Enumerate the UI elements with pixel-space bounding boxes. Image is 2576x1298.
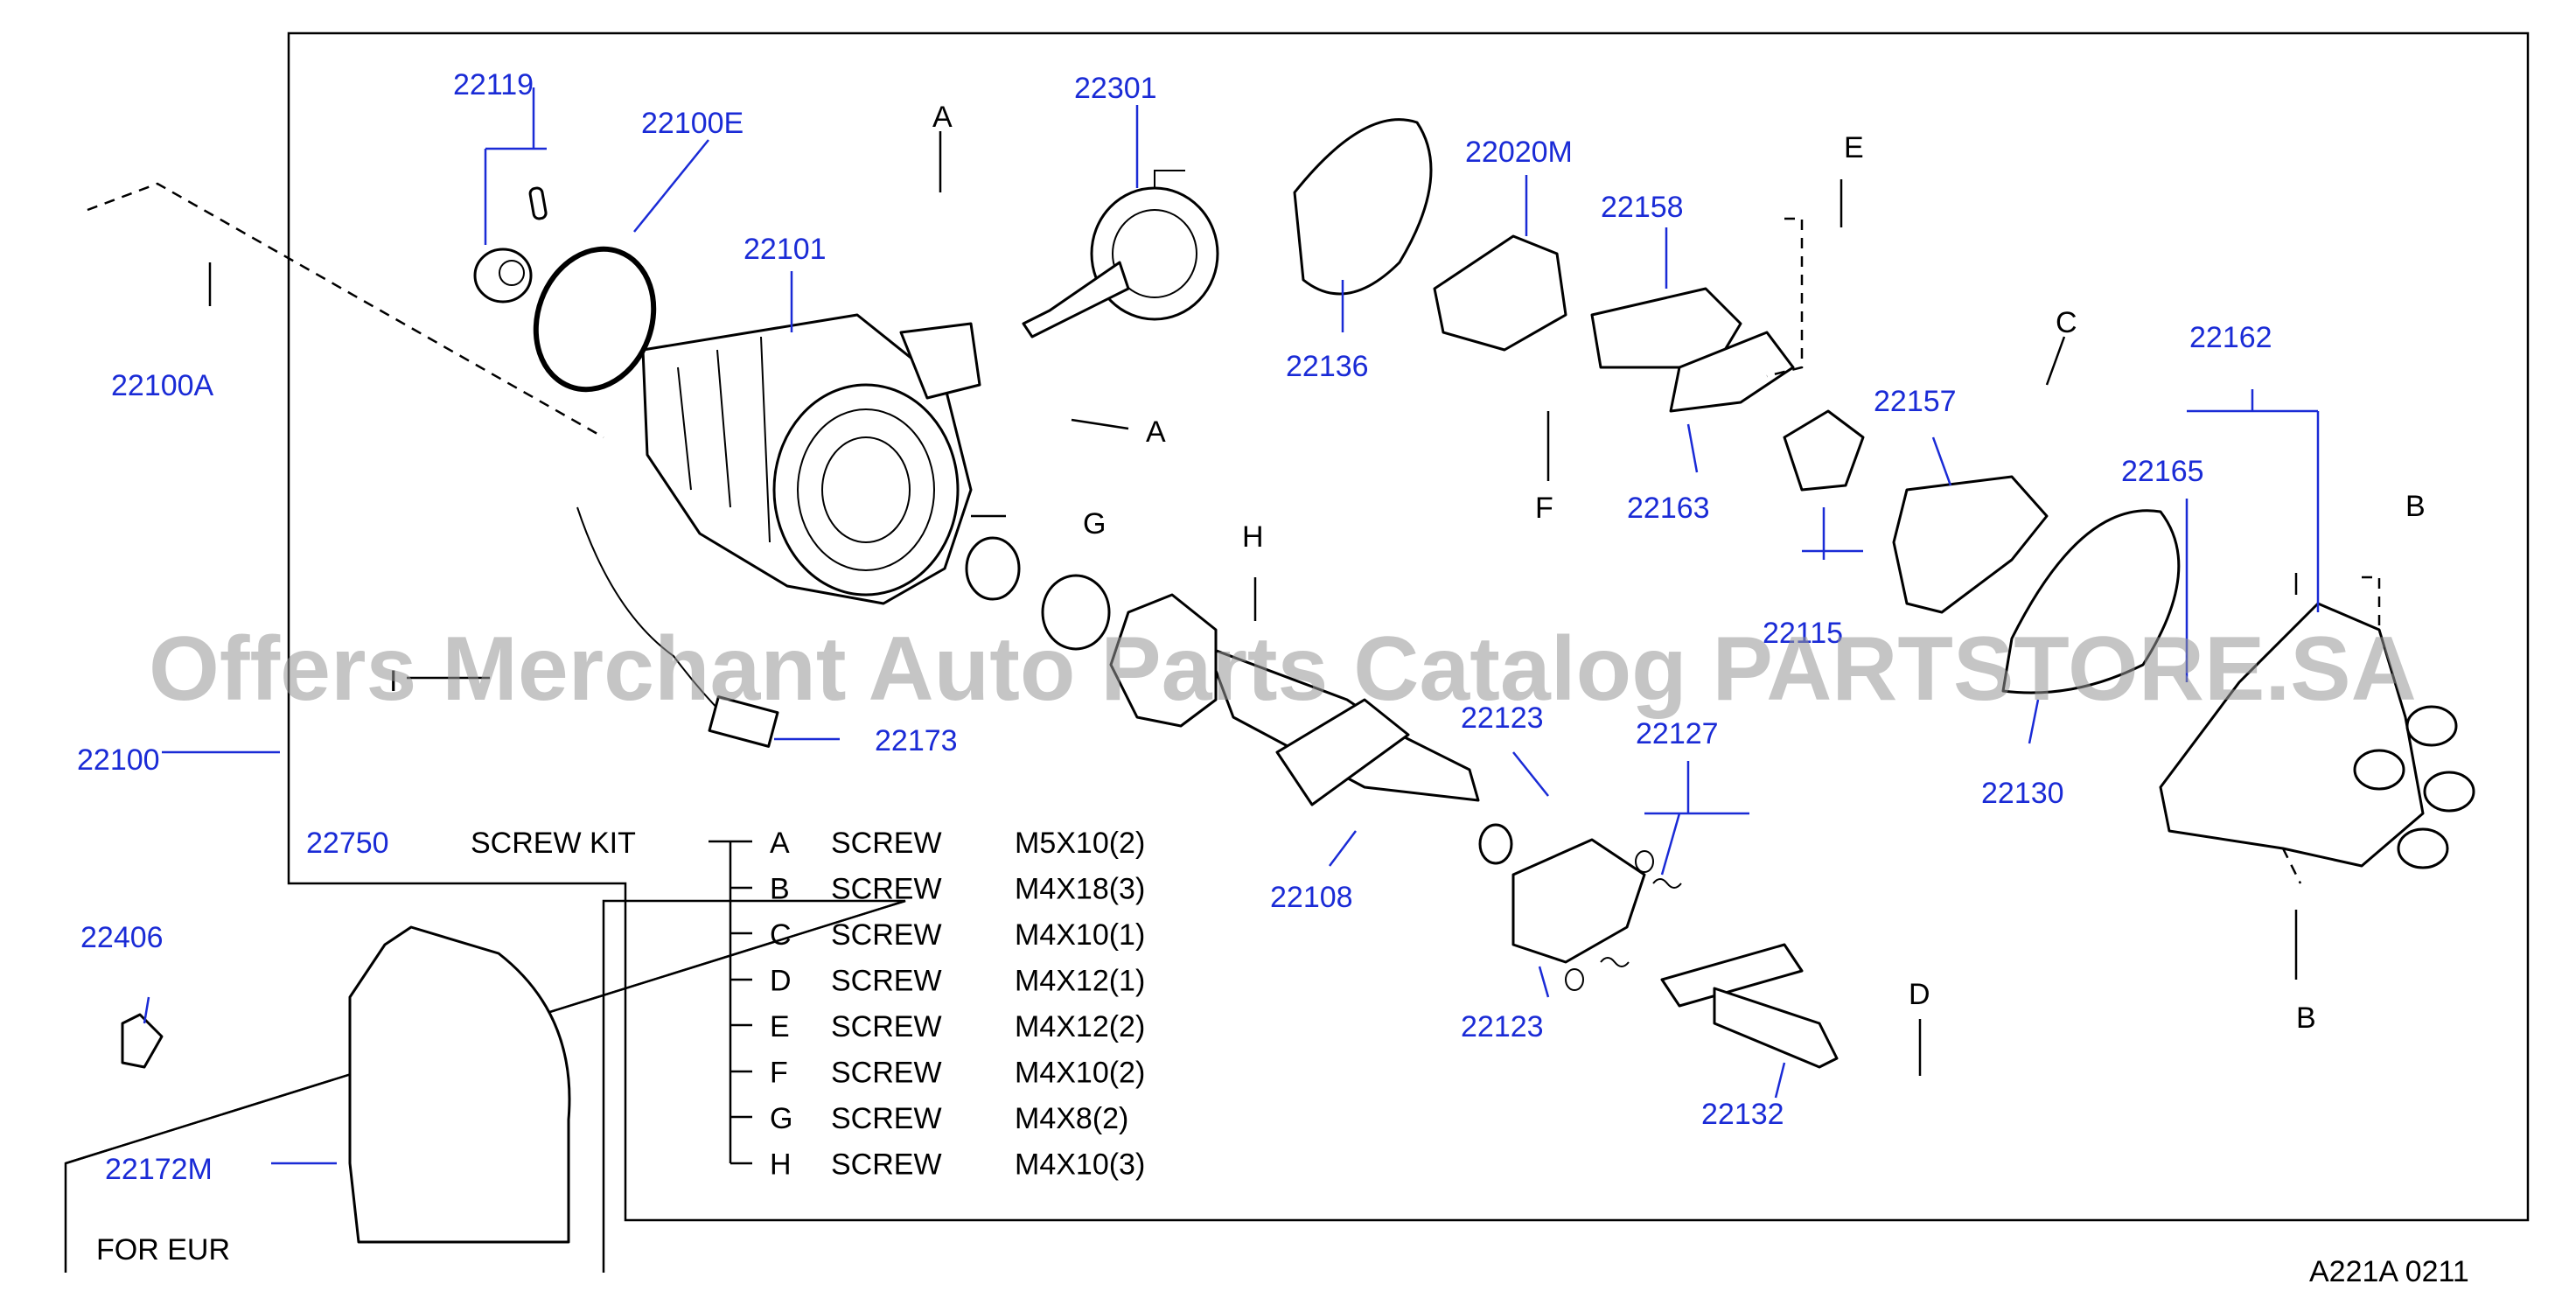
screw-kit-table: A SCREW M5X10(2) B SCREW M4X18(3) C SCREW M4X10(… (770, 827, 1145, 1182)
screw-kit-spec: M4X12(1) (1015, 965, 1145, 998)
label-22750: 22750 (306, 827, 389, 860)
rotor-head (1892, 475, 2049, 614)
seal-part (473, 186, 548, 304)
screw-kit-spec: M4X10(3) (1015, 1148, 1145, 1182)
screw-kit-letter: F (770, 1057, 788, 1090)
screw-kit-name: SCREW (831, 827, 942, 860)
screw-kit-letter: E (770, 1010, 790, 1043)
label-22101: 22101 (743, 233, 827, 266)
dashed-line-B1 (2362, 576, 2381, 630)
callout-B-top: B (2405, 490, 2426, 523)
harness-connector (708, 695, 779, 748)
label-22100A: 22100A (111, 369, 214, 402)
cap-gasket (2001, 509, 2181, 694)
rotor-22115 (1783, 409, 1865, 492)
plate-22163 (1669, 331, 1795, 413)
bearing-2 (1041, 574, 1111, 651)
screw-kit-name: SCREW (831, 1057, 942, 1090)
o-ring (533, 246, 657, 393)
screw-kit-title: SCREW KIT (471, 827, 636, 860)
screw-kit-name: SCREW (831, 1102, 942, 1135)
label-22130: 22130 (1981, 777, 2064, 810)
label-22127: 22127 (1636, 717, 1719, 750)
label-22100: 22100 (77, 743, 160, 777)
label-22172M: 22172M (105, 1153, 213, 1186)
wire-harness (576, 506, 727, 718)
plate-22158 (1590, 287, 1742, 369)
label-22123-bottom: 22123 (1461, 1010, 1544, 1043)
screw-kit-spec: M5X10(2) (1015, 827, 1145, 860)
springs (1565, 850, 1682, 991)
distributor-housing (641, 313, 981, 605)
label-22115: 22115 (1763, 617, 1843, 650)
label-22100E: 22100E (641, 107, 743, 140)
callout-F: F (1535, 492, 1553, 525)
main-frame (287, 31, 2530, 1222)
spark-plate (1293, 118, 1433, 296)
callout-B-bottom: B (2296, 1001, 2316, 1035)
inset-note: FOR EUR (96, 1233, 230, 1267)
governor (1511, 838, 1646, 964)
label-22162: 22162 (2189, 321, 2272, 354)
label-22123-top: 22123 (1461, 701, 1544, 735)
dashed-line-22100A (87, 182, 604, 439)
callout-C: C (2056, 306, 2077, 339)
screw-kit-letter: D (770, 965, 792, 998)
screw-kit-letter: C (770, 918, 792, 952)
screw-kit-name: SCREW (831, 965, 942, 998)
screw-kit-name: SCREW (831, 918, 942, 952)
watermark: Offers Merchant Auto Parts Catalog PARTS… (149, 618, 2417, 720)
screw-kit-letter: B (770, 873, 790, 906)
screw-kit-letter: A (770, 827, 790, 860)
bearing-1 (965, 536, 1021, 601)
pickup-coil (1433, 234, 1567, 352)
label-22020M: 22020M (1465, 136, 1573, 169)
screw-kit-spec: M4X10(1) (1015, 918, 1145, 952)
distributor-cap (2159, 602, 2475, 869)
screw-kit-spec: M4X10(2) (1015, 1057, 1145, 1090)
label-22406: 22406 (80, 921, 164, 954)
label-22108: 22108 (1270, 881, 1353, 914)
screw-kit-spec: M4X8(2) (1015, 1102, 1128, 1135)
label-22119: 22119 (453, 68, 534, 101)
callout-A-top: A (932, 101, 953, 134)
callout-E: E (1844, 131, 1864, 164)
label-22165: 22165 (2121, 455, 2204, 488)
washer (1478, 823, 1513, 865)
label-22158: 22158 (1601, 191, 1684, 224)
label-22173: 22173 (875, 724, 958, 757)
dashed-line-B2 (2281, 848, 2302, 884)
screw-kit-letter: H (770, 1148, 792, 1182)
screw-kit-spec: M4X18(3) (1015, 873, 1145, 906)
eur-cover (348, 925, 571, 1244)
condenser (1660, 943, 1839, 1069)
label-22132: 22132 (1701, 1098, 1784, 1131)
screw-kit-name: SCREW (831, 873, 942, 906)
screw-kit-letter: G (770, 1102, 792, 1135)
callout-D: D (1909, 978, 1930, 1011)
label-22163: 22163 (1627, 492, 1710, 525)
callout-A-right: A (1146, 415, 1166, 449)
label-22157: 22157 (1874, 385, 1957, 418)
screw-kit-bracket (709, 840, 752, 1165)
screw-kit-name: SCREW (831, 1148, 942, 1182)
dashed-line-E (1766, 217, 1804, 378)
label-22301: 22301 (1074, 72, 1157, 105)
screw-kit-name: SCREW (831, 1010, 942, 1043)
bearing-plate (1109, 593, 1218, 728)
callout-I: I (389, 665, 397, 698)
screw-kit-spec: M4X12(2) (1015, 1010, 1145, 1043)
distributor-shaft (1205, 646, 1480, 806)
callout-G: G (1083, 507, 1106, 541)
label-22136: 22136 (1286, 350, 1369, 383)
vacuum-controller (1022, 170, 1219, 338)
clip-22406 (121, 1013, 164, 1069)
callout-H: H (1242, 520, 1264, 554)
diagram-code: A221A 0211 (2309, 1255, 2469, 1288)
